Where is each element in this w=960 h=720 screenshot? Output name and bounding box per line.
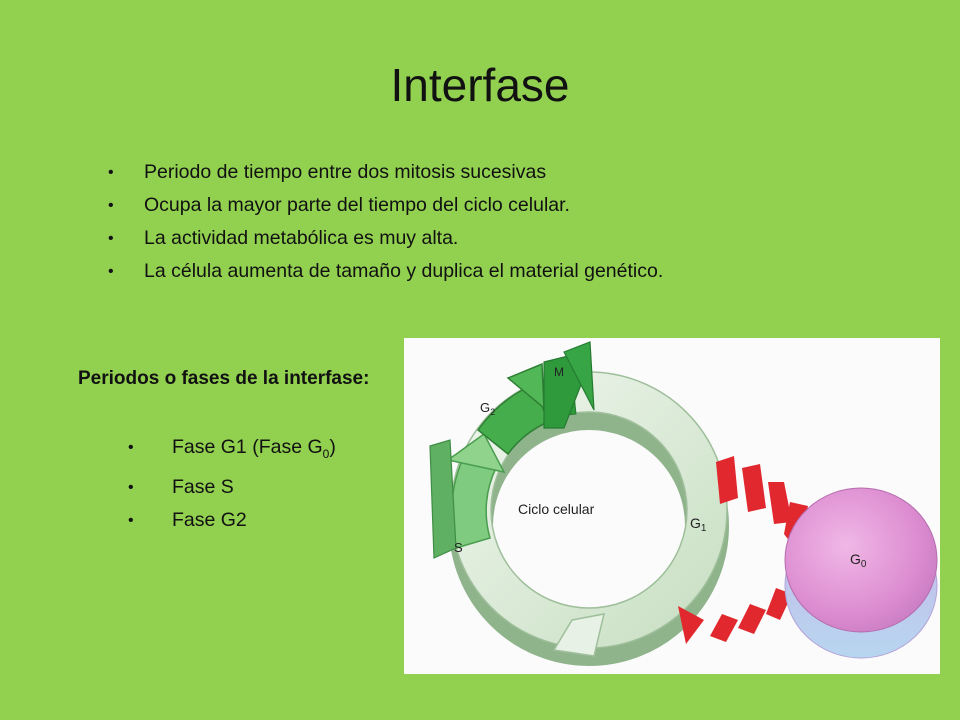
- center-label: Ciclo celular: [518, 501, 595, 517]
- bullet-icon: •: [108, 263, 114, 280]
- bullet-icon: •: [128, 478, 134, 496]
- list-item: •Ocupa la mayor parte del tiempo del cic…: [108, 189, 663, 222]
- g2-arrow-head: [506, 362, 545, 410]
- bullet-icon: •: [128, 511, 134, 529]
- m-arrow-head: [563, 341, 595, 411]
- ring-arrow-head: [552, 613, 605, 657]
- list-item: •Fase G2: [128, 504, 336, 537]
- bullet-icon: •: [108, 164, 114, 181]
- bullet-list: •Periodo de tiempo entre dos mitosis suc…: [108, 156, 663, 288]
- list-item: •La actividad metabólica es muy alta.: [108, 222, 663, 255]
- phases-heading: Periodos o fases de la interfase:: [78, 368, 370, 389]
- g2-label: G2: [480, 400, 495, 417]
- list-item: •Periodo de tiempo entre dos mitosis suc…: [108, 156, 663, 189]
- s-segment-side: [429, 439, 457, 559]
- phases-list: •Fase G1 (Fase G0) •Fase S •Fase G2: [128, 431, 336, 537]
- list-item: •Fase G1 (Fase G0): [128, 431, 336, 471]
- list-item: •Fase S: [128, 471, 336, 504]
- bullet-icon: •: [108, 230, 114, 247]
- m-label: M: [554, 365, 564, 379]
- s-arrow-head: [446, 432, 506, 474]
- list-item: •La célula aumenta de tamaño y duplica e…: [108, 255, 663, 288]
- g0-label: G0: [850, 551, 867, 570]
- cell-cycle-diagram: M G2 Ciclo celular G1 S G0: [429, 341, 938, 666]
- ring-inner-edge: [490, 411, 688, 609]
- s-label: S: [454, 540, 463, 555]
- bullet-icon: •: [128, 439, 134, 456]
- slide-title: Interfase: [390, 59, 570, 111]
- bullet-icon: •: [108, 197, 114, 214]
- g1-label: G1: [690, 515, 707, 534]
- cell-cycle-figure: M G2 Ciclo celular G1 S G0: [404, 338, 940, 674]
- g0-circle: [784, 487, 938, 633]
